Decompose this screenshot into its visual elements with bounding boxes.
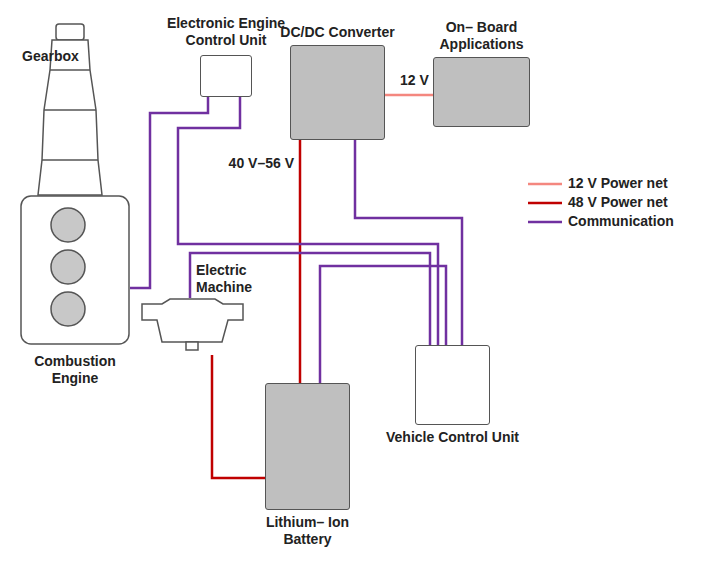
diagram-node: Electronic Engine Control Unit <box>200 55 252 97</box>
cylinder <box>51 250 85 284</box>
node-label: Lithium– Ion Battery <box>250 514 365 548</box>
engine-drawing <box>20 195 130 345</box>
connector-line <box>299 140 302 383</box>
legend-line-comm <box>528 221 562 224</box>
node-label: Vehicle Control Unit <box>383 429 523 446</box>
engine-block <box>21 196 129 344</box>
connector-label: 12 V <box>398 72 431 89</box>
legend-samples <box>528 184 562 222</box>
machine-tab <box>186 342 198 350</box>
connector-label: 40 V–56 V <box>227 155 296 172</box>
battery-box <box>265 383 350 510</box>
converter-box <box>290 45 385 140</box>
connector-line <box>212 355 265 478</box>
legend-line-48v <box>528 202 562 205</box>
legend-text: Communication <box>568 213 674 230</box>
diagram-node: Combustion Engine <box>20 195 130 345</box>
vehicle-control-box <box>415 345 490 425</box>
node-label: On– Board Applications <box>429 19 534 53</box>
diagram-node: On– Board Applications <box>433 57 530 127</box>
part-label: Gearbox <box>22 48 79 65</box>
cylinder <box>51 292 85 326</box>
connector-line <box>130 97 208 288</box>
node-label: Combustion Engine <box>18 353 133 387</box>
control-unit-box <box>200 55 252 97</box>
diagram-node: DC/DC Converter <box>290 45 385 140</box>
node-label: Electronic Engine Control Unit <box>151 15 301 49</box>
legend-line-12v <box>528 183 562 186</box>
electric-machine-drawing-svg <box>140 298 245 355</box>
diagram-node: Lithium– Ion Battery <box>265 383 350 510</box>
diagram-node: Vehicle Control Unit <box>415 345 490 425</box>
electric-machine-drawing <box>140 298 245 355</box>
legend-text: 12 V Power net <box>568 175 668 192</box>
node-label: Electric Machine <box>196 262 276 296</box>
applications-box <box>433 57 530 127</box>
diagram-node: Electric Machine <box>140 298 245 355</box>
node-label: DC/DC Converter <box>263 24 413 41</box>
legend-text: 48 V Power net <box>568 194 668 211</box>
connector-line <box>385 94 433 97</box>
engine-drawing-svg <box>20 195 130 345</box>
cylinder <box>51 208 85 242</box>
machine-housing <box>142 299 243 342</box>
